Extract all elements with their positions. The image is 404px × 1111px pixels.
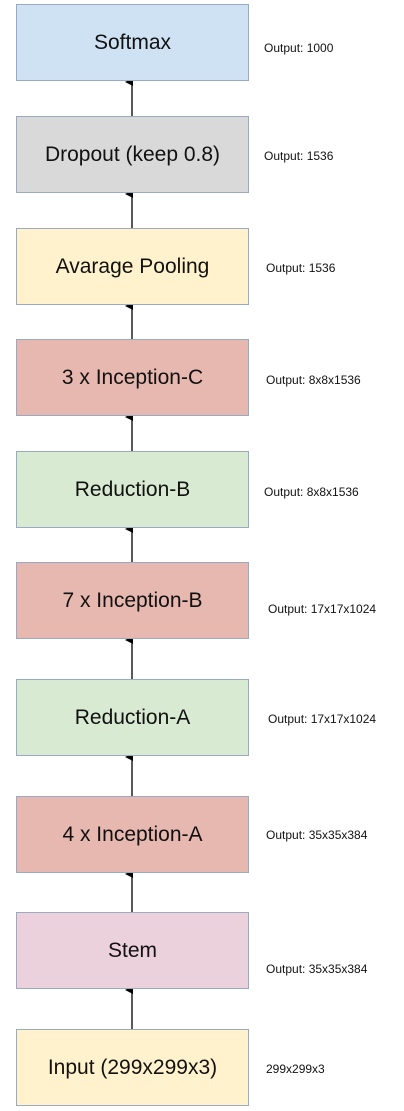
block-avg-pooling: Avarage Pooling	[16, 228, 249, 305]
output-inception-b: Output: 17x17x1024	[268, 602, 377, 616]
block-reduction-a: Reduction-A	[16, 679, 249, 756]
output-dropout: Output: 1536	[264, 149, 334, 163]
output-softmax: Output: 1000	[264, 41, 334, 55]
block-inception-b: 7 x Inception-B	[16, 562, 249, 639]
output-reduction-a: Output: 17x17x1024	[268, 712, 377, 726]
output-inception-c: Output: 8x8x1536	[266, 373, 361, 387]
output-avg-pooling: Output: 1536	[266, 261, 336, 275]
block-inception-a: 4 x Inception-A	[16, 796, 249, 873]
block-inception-c: 3 x Inception-C	[16, 339, 249, 416]
output-inception-a: Output: 35x35x384	[266, 828, 368, 842]
output-stem: Output: 35x35x384	[266, 962, 368, 976]
output-reduction-b: Output: 8x8x1536	[264, 485, 359, 499]
block-stem: Stem	[16, 912, 249, 989]
block-input: Input (299x299x3)	[16, 1029, 249, 1106]
block-dropout: Dropout (keep 0.8)	[16, 116, 249, 193]
output-input: 299x299x3	[266, 1062, 325, 1076]
block-softmax: Softmax	[16, 4, 249, 81]
block-reduction-b: Reduction-B	[16, 451, 249, 528]
